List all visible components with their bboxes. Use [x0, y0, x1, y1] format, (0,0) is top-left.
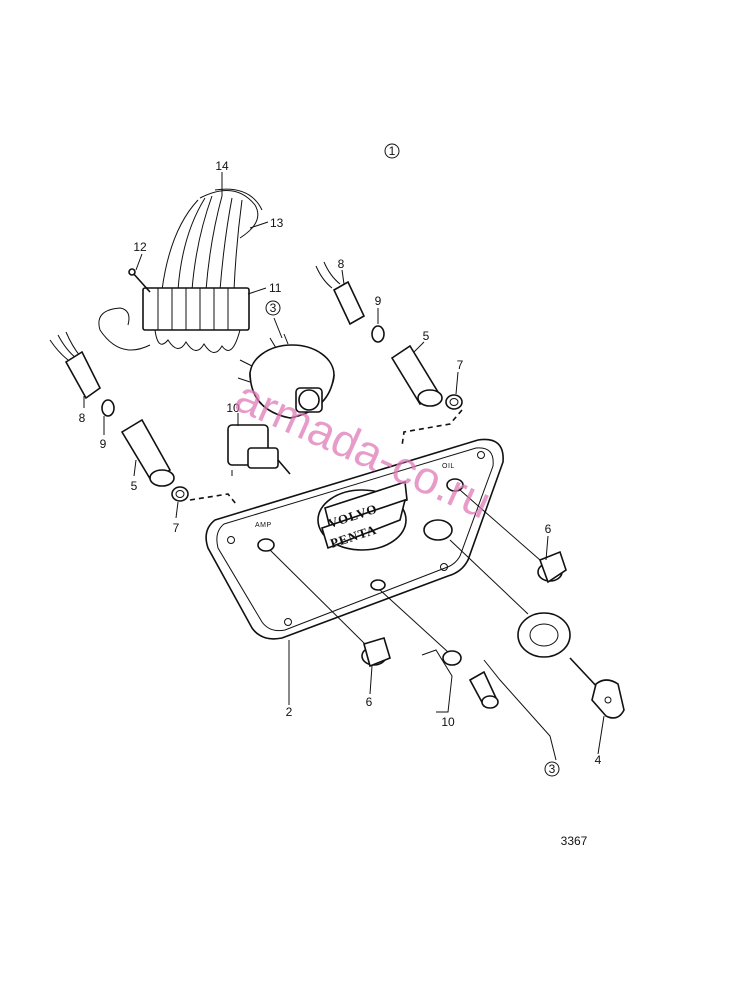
label-13: 13: [270, 216, 284, 230]
bulb-right: [371, 325, 385, 343]
label-8-left: 8: [79, 411, 86, 425]
label-6-right: 6: [545, 522, 552, 536]
label-3-upper: 3: [270, 301, 277, 315]
part-labels: 1 14 13 12 11 3 8 9 5 7 8 9 5 7 10 6 6 2…: [79, 143, 602, 777]
left-lamp-assembly: [49, 331, 237, 505]
ignition-switch: [237, 333, 335, 419]
amp-gauge-hole: [257, 538, 275, 552]
label-2: 2: [286, 705, 293, 719]
lamp-holder-left: [120, 418, 172, 484]
label-5-right: 5: [423, 329, 430, 343]
label-8-right: 8: [338, 257, 345, 271]
oil-label: OIL: [442, 463, 455, 470]
key-shaft: [569, 657, 601, 691]
amp-label: AMP: [255, 522, 272, 529]
terminal-block-assembly: [98, 188, 263, 353]
switch-hole: [370, 579, 386, 591]
bulb-left: [101, 399, 115, 417]
key-head: [591, 679, 625, 719]
terminal-screw: [131, 271, 151, 293]
ignition-ring-key: [449, 539, 625, 719]
label-7-left: 7: [173, 521, 180, 535]
right-lamp-assembly: [315, 261, 463, 447]
label-3-lower: 3: [549, 762, 556, 776]
bezel-left: [269, 549, 391, 668]
label-5-left: 5: [131, 479, 138, 493]
label-1: 1: [389, 144, 396, 158]
switch-knob-lower: [379, 589, 499, 709]
volvo-penta-logo: VOLVO PENTA: [317, 480, 408, 551]
label-6-left: 6: [366, 695, 373, 709]
terminal-block: [142, 287, 250, 331]
label-4: 4: [595, 753, 602, 767]
label-9-right: 9: [375, 294, 382, 308]
toggle-switch-upper: [227, 424, 291, 476]
figure-number: 3367: [561, 834, 588, 848]
label-12: 12: [133, 240, 147, 254]
label-10-upper: 10: [226, 401, 240, 415]
label-10-lower: 10: [441, 715, 455, 729]
lamp-socket-left: [64, 350, 102, 400]
instrument-panel-plate: VOLVO PENTA AMP OIL: [205, 438, 504, 640]
leader-lines: [83, 172, 605, 761]
ignition-hole: [423, 519, 453, 541]
lamp-socket-right: [332, 280, 366, 326]
label-9-left: 9: [100, 437, 107, 451]
seal-ring-right: [445, 394, 463, 410]
label-11: 11: [269, 281, 282, 295]
label-14: 14: [215, 159, 229, 173]
label-7-right: 7: [457, 358, 464, 372]
oil-gauge-hole: [446, 478, 464, 492]
ignition-ring: [517, 612, 571, 658]
seal-ring-left: [171, 486, 189, 502]
